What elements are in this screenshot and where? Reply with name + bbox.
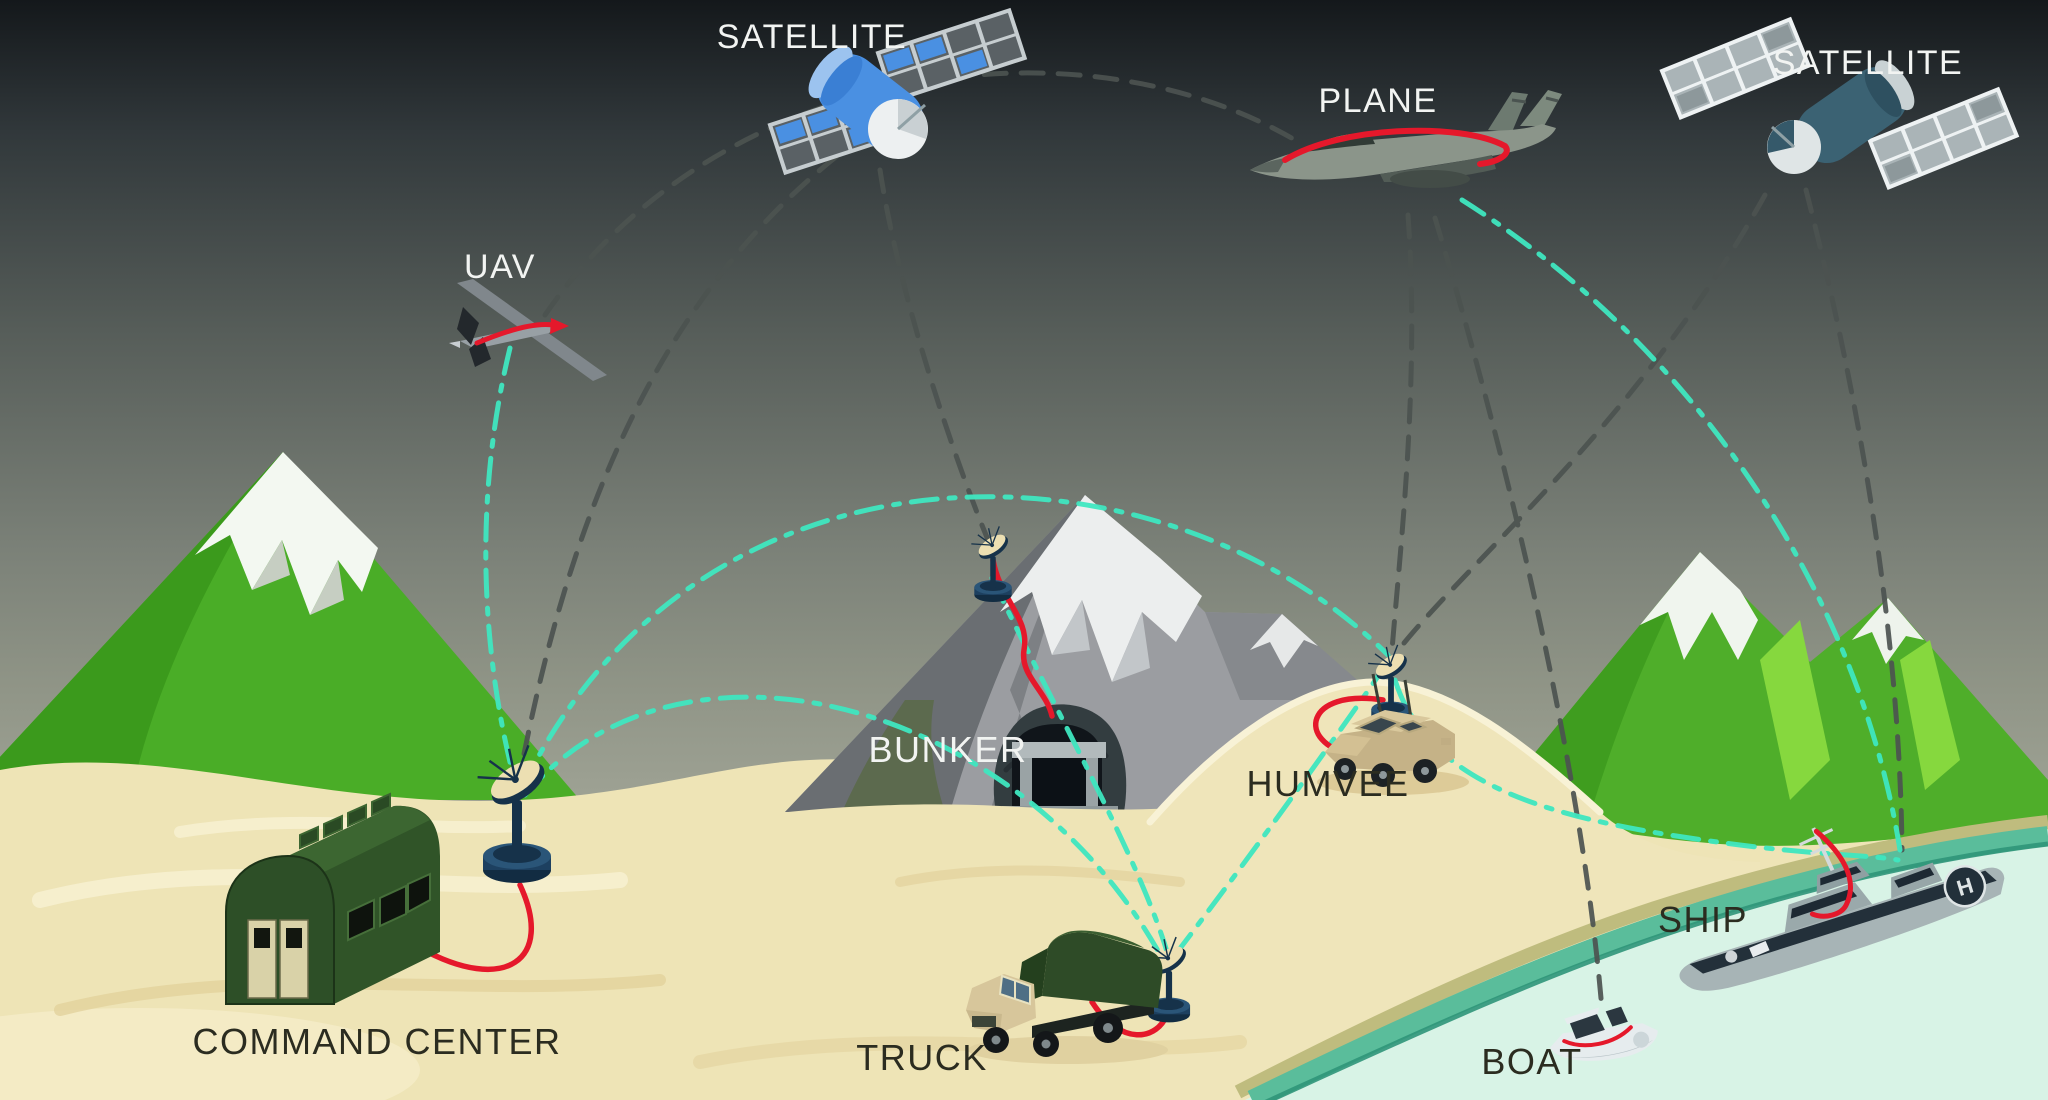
helipad-letter: H: [1954, 872, 1977, 901]
labels: SATELLITE SATELLITE PLANE UAV BUNKER COM…: [193, 18, 1964, 1082]
ship-label: SHIP: [1658, 899, 1748, 940]
boat-label: BOAT: [1481, 1041, 1582, 1082]
bunker-label: BUNKER: [868, 729, 1027, 770]
truck-vehicle: [966, 930, 1168, 1064]
truck-label: TRUCK: [856, 1037, 988, 1078]
uav-label: UAV: [464, 248, 536, 286]
command-center-label: COMMAND CENTER: [193, 1021, 562, 1062]
left-mountain: [0, 452, 580, 800]
satellite-links-gray: [514, 70, 1905, 1013]
ship-vessel: H: [1679, 827, 2005, 991]
command-center-building: [225, 792, 440, 1005]
ground-links-teal: [483, 197, 1903, 961]
satellite-right-icon: [1660, 17, 2019, 190]
command-center-doors: [247, 919, 309, 999]
boat-vessel: [1550, 1006, 1658, 1061]
uav-drone: [449, 279, 607, 381]
plane-label: PLANE: [1319, 82, 1438, 120]
command-center-roof-vents: [299, 792, 391, 850]
humvee-label: HUMVEE: [1246, 763, 1409, 804]
satellite-right-label: SATELLITE: [1773, 44, 1964, 82]
satellite-left-icon: [768, 8, 1027, 175]
satellite-left-label: SATELLITE: [717, 18, 908, 56]
command-center-windows: [347, 872, 431, 942]
humvee-vehicle: [1317, 673, 1469, 795]
plane-aircraft: [1250, 90, 1562, 188]
